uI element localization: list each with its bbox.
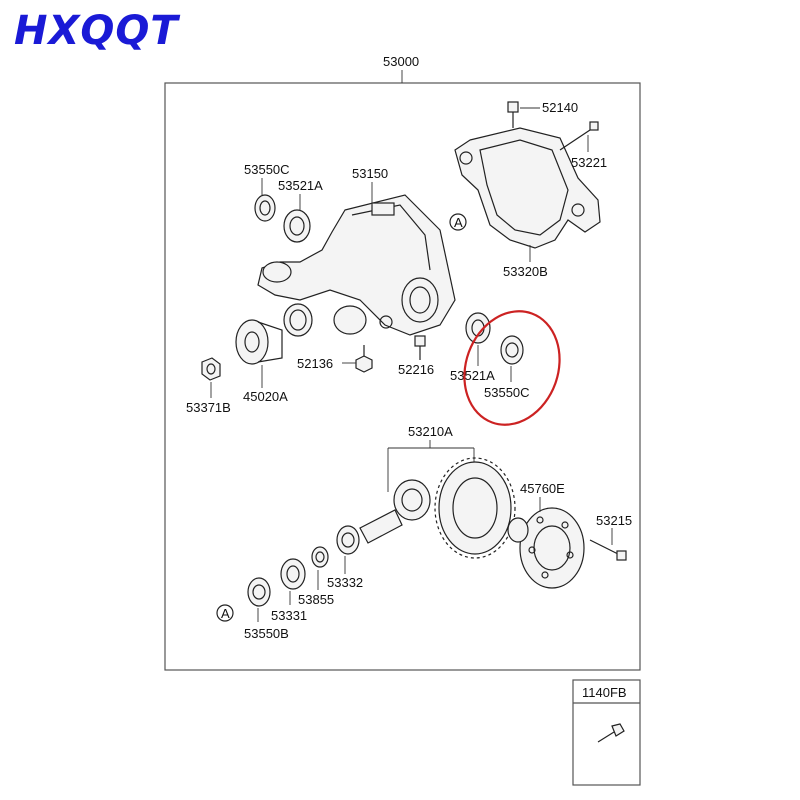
differential-case [507,507,585,589]
label-53550b: 53550B [244,626,289,641]
seal-53550c-top [254,194,276,222]
spacer-53855 [311,546,329,568]
label-52140: 52140 [542,100,578,115]
label-53521a-top: 53521A [278,178,323,193]
bearing-53331 [280,558,306,590]
carrier-housing [257,194,456,337]
assembly-number: 53000 [383,54,419,69]
bolt-52216 [414,335,426,360]
label-53521a-bottom: 53521A [450,368,495,383]
inset-box [572,679,641,786]
label-53150: 53150 [352,166,388,181]
label-53550c-top: 53550C [244,162,290,177]
assembly-frame [164,82,641,671]
bearing-53521a-top [283,209,311,243]
label-53320B: 53320B [503,264,548,279]
label-53855: 53855 [298,592,334,607]
label-53221: 53221 [571,155,607,170]
ring-gear [434,457,516,559]
label-53215: 53215 [596,513,632,528]
rear-cover [454,127,601,249]
nut-53371b [201,357,221,381]
label-53550c-bottom: 53550C [484,385,530,400]
bolt-52140 [507,101,519,128]
label-53210a: 53210A [408,424,453,439]
label-ref-a-top: A [454,215,463,230]
label-45760e: 45760E [520,481,565,496]
label-ref-a-bottom: A [221,606,230,621]
inset-label: 1140FB [582,685,627,700]
bearing-53332 [336,525,360,555]
label-52136: 52136 [297,356,333,371]
label-53371b: 53371B [186,400,231,415]
seal-53550b [247,577,271,607]
label-53331: 53331 [271,608,307,623]
bolt-53215 [589,539,627,561]
inset-bolt-icon [597,723,625,743]
highlight-circle [463,310,561,426]
ref-circle-top [449,213,467,231]
seal-53550c-bottom [500,335,524,365]
bearing-53521a-bottom [465,312,491,344]
label-53332: 53332 [327,575,363,590]
bolt-52136 [355,345,373,373]
label-52216: 52216 [398,362,434,377]
label-45020a: 45020A [243,389,288,404]
bolt-53221 [559,121,599,151]
pinion-gear [359,479,431,544]
ref-circle-bottom [216,604,234,622]
brand-watermark: HXQQT [14,8,179,54]
flange-45020a [235,319,283,365]
